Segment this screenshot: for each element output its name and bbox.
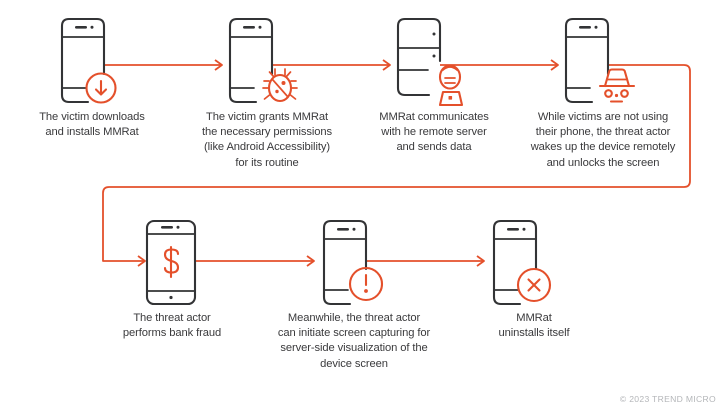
icon-server-rack-with-operator [396,17,464,107]
arrow-step1-to-step2 [104,59,223,71]
arrow-step4-to-step5 [102,64,691,267]
step-caption-4: While victims are not using their phone,… [530,111,676,169]
hacker-hat-icon [598,68,636,103]
step-caption-5: The threat actor performs bank fraud [122,312,222,340]
icon-phone-with-close-badge [492,219,552,306]
bug-icon [262,68,298,103]
step-caption-7: MMRat uninstalls itself [498,312,570,340]
arrow-step6-to-step7 [366,255,485,267]
step-caption-1: The victim downloads and installs MMRat [39,111,145,139]
step-caption-6: Meanwhile, the threat actor can initiate… [277,312,431,370]
icon-phone-with-download-badge [60,17,117,104]
icon-phone-with-hacker-mask [564,17,636,104]
x-mark-icon [516,267,552,303]
download-arrow-icon [85,72,117,104]
icon-phone-with-alert-badge [322,219,384,306]
exclamation-icon [348,266,384,302]
icon-phone-with-dollar-sign [145,219,197,306]
arrow-step3-to-step4 [440,59,559,71]
dollar-sign-icon [163,245,180,279]
arrow-step5-to-step6 [196,255,315,267]
copyright-notice: © 2023 TREND MICRO [619,394,716,404]
step-caption-3: MMRat communicates with he remote server… [379,111,489,154]
person-at-laptop-icon [438,64,464,107]
step-caption-2: The victim grants MMRat the necessary pe… [202,111,332,169]
icon-phone-with-bug [228,17,298,104]
arrow-step2-to-step3 [272,59,391,71]
